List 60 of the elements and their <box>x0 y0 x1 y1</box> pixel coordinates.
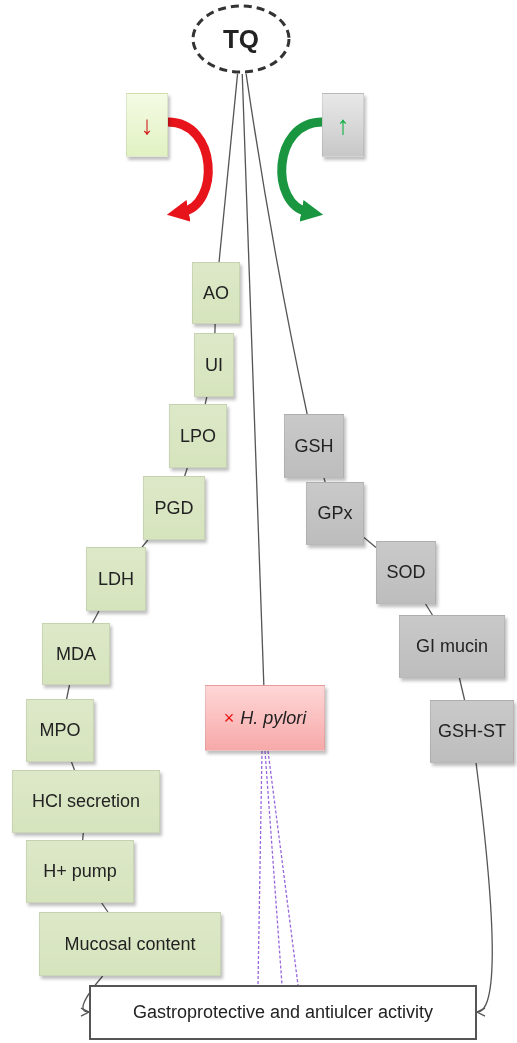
connector-line <box>82 832 84 841</box>
box-label: MPO <box>39 720 81 741</box>
connector-line <box>91 610 100 624</box>
connector-line <box>264 750 283 986</box>
process-box <box>169 404 227 468</box>
box-label: AO <box>203 282 229 304</box>
box-label: GPx <box>317 503 353 524</box>
box-label: HCl secretion <box>31 791 140 812</box>
box-label: SOD <box>386 562 426 583</box>
process-box <box>143 476 205 540</box>
connector-line <box>323 477 326 483</box>
process-box <box>12 770 160 833</box>
process-box <box>192 262 240 324</box>
box-label: H+ pump <box>43 861 117 882</box>
dashed-ellipse <box>191 4 291 74</box>
connector-line <box>257 750 263 986</box>
box-label: ↑ <box>336 109 350 141</box>
box-label: MDA <box>56 643 96 665</box>
process-box <box>42 623 110 685</box>
connector-line <box>184 467 188 477</box>
connector-line <box>65 684 71 700</box>
box-label: GSH-ST <box>438 721 506 742</box>
process-box <box>89 985 477 1040</box>
connector-line <box>218 73 239 263</box>
process-box <box>306 482 364 545</box>
box-label: PGD <box>154 497 194 519</box>
connector-line <box>141 539 149 548</box>
connector-line <box>245 73 308 415</box>
process-box <box>126 93 168 157</box>
connector-line <box>241 73 265 686</box>
box-label: Mucosal content <box>64 933 196 955</box>
box-label: Gastroprotective and antiulcer activity <box>132 1002 434 1023</box>
box-label: TQ <box>222 23 260 55</box>
process-box <box>376 541 436 604</box>
process-box <box>205 685 325 751</box>
connector-line <box>214 323 216 334</box>
process-box <box>284 414 344 478</box>
process-box <box>39 912 221 976</box>
connector-line <box>424 603 434 616</box>
process-box <box>430 700 514 763</box>
cross-mark: × <box>223 707 235 729</box>
box-label: H. pylori <box>240 707 307 729</box>
arrow <box>475 762 493 1014</box>
connector-line <box>267 750 299 986</box>
box-label: GI mucin <box>416 636 488 657</box>
process-box <box>322 93 364 157</box>
process-box <box>26 840 134 903</box>
process-box <box>399 615 505 678</box>
box-label: LPO <box>180 425 216 447</box>
connector-line <box>70 761 76 771</box>
box-label: ↓ <box>140 109 154 141</box>
connector-line <box>101 902 109 913</box>
process-box <box>194 333 234 397</box>
process-box <box>86 547 146 611</box>
box-label: GSH <box>294 435 334 457</box>
connector-line <box>458 677 466 701</box>
process-box <box>26 699 94 762</box>
box-label: UI <box>205 354 223 376</box>
connector-line <box>363 536 377 549</box>
box-label: LDH <box>98 568 134 590</box>
